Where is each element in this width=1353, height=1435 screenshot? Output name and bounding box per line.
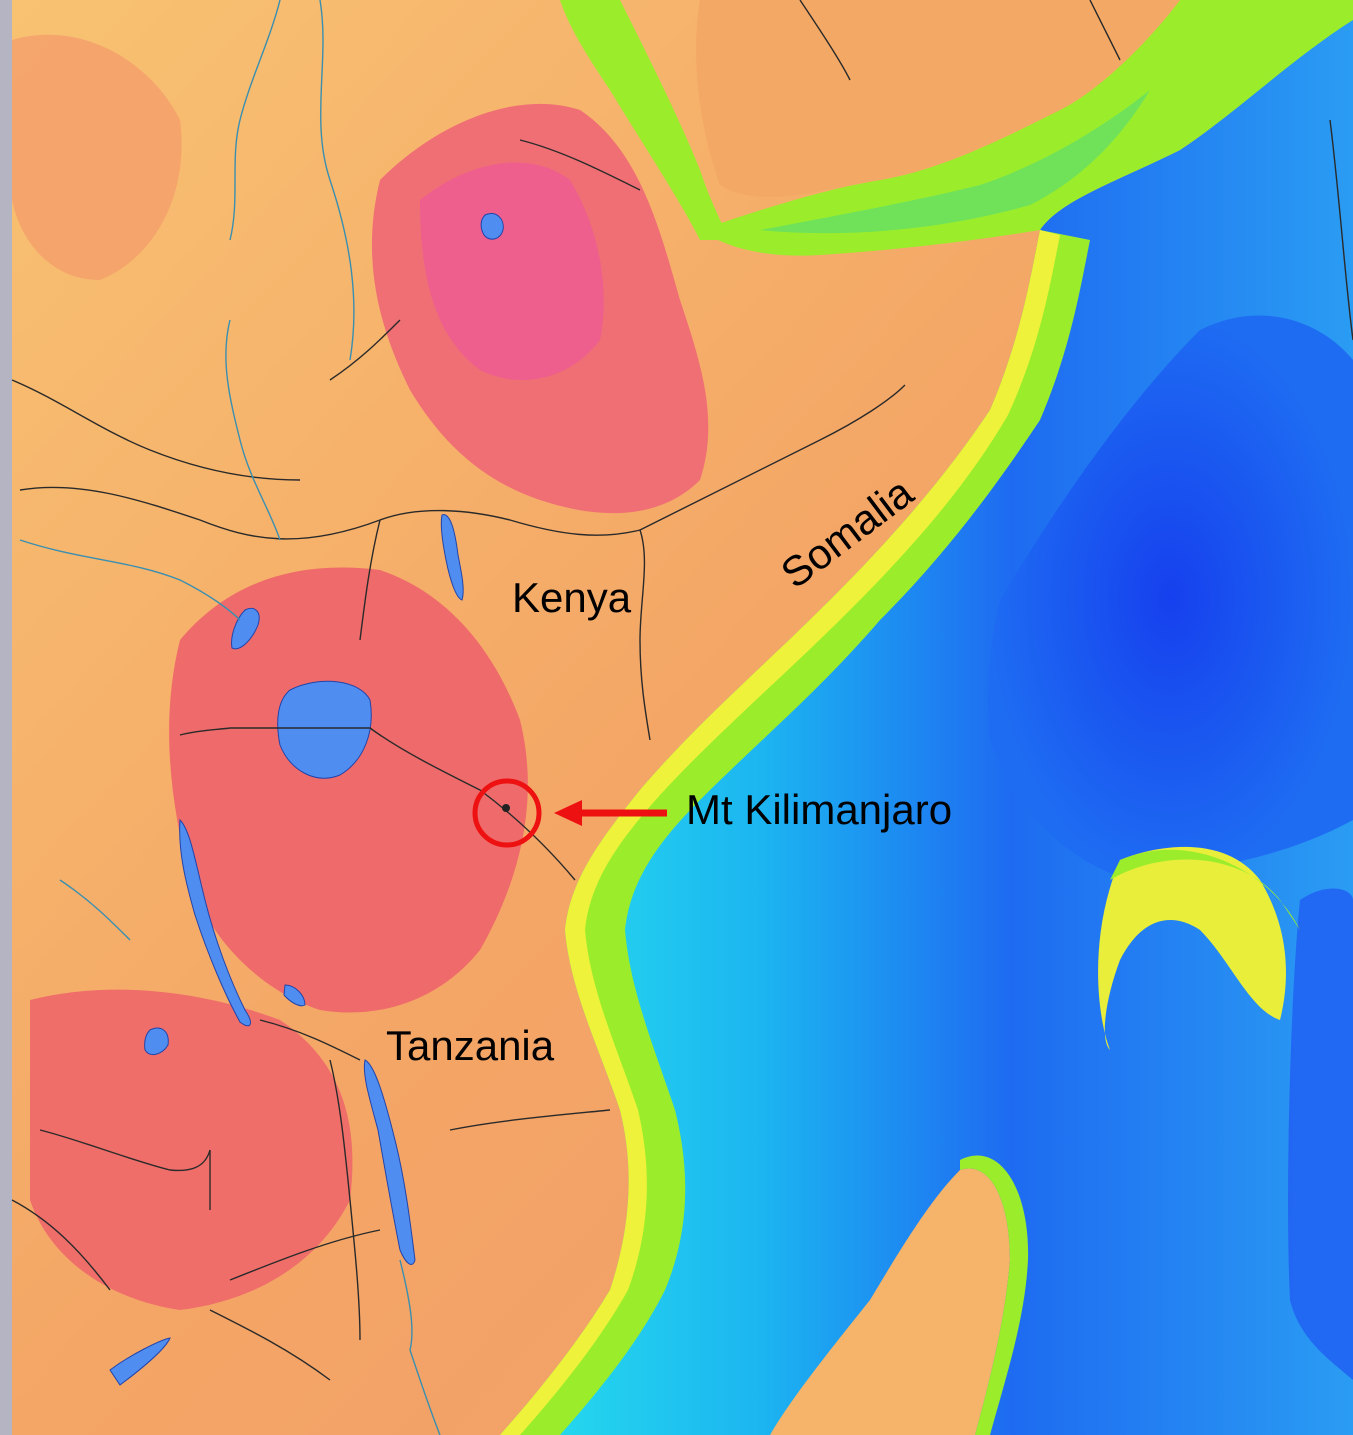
indian-ocean [500,0,1353,1435]
label-tanzania: Tanzania [386,1022,555,1069]
gulf-of-aden [700,0,1353,256]
label-kenya: Kenya [512,574,632,621]
lake-turkana [440,514,464,601]
country-borders [11,0,1353,1381]
madagascar [770,1168,1010,1435]
red-sea [560,0,730,240]
deep-basin [988,315,1353,880]
label-kilimanjaro: Mt Kilimanjaro [686,786,952,833]
lake-mweru [144,1027,169,1056]
circle-marker-icon [472,778,542,848]
northwest-reddish [12,34,182,280]
gulf-of-aden-center [760,90,1150,234]
left-arrow-icon [554,800,667,826]
lake-malawi [363,1059,416,1265]
deep-basin-south [1288,888,1353,1380]
lake-albert [231,607,260,650]
lake-victoria [277,680,372,779]
coastal-shelf-yellow [500,230,1060,1435]
madagascar-shelf [960,1155,1029,1435]
rivers [19,0,441,1435]
lake-kariba [109,1337,171,1386]
ethiopian-highlands-pink [420,162,604,380]
mascarene-plateau-edge [1110,849,1300,930]
left-margin [0,0,12,1435]
east-african-highlands [169,567,528,1013]
arabia [696,0,1180,198]
lake-tanganyika [179,818,251,1027]
lake-rukwa [283,984,306,1007]
mascarene-plateau [1098,846,1286,1050]
southern-highlands [30,989,353,1310]
kilimanjaro-peak [502,804,510,812]
lake-tana [480,213,504,240]
continental-shelf [500,230,1090,1435]
